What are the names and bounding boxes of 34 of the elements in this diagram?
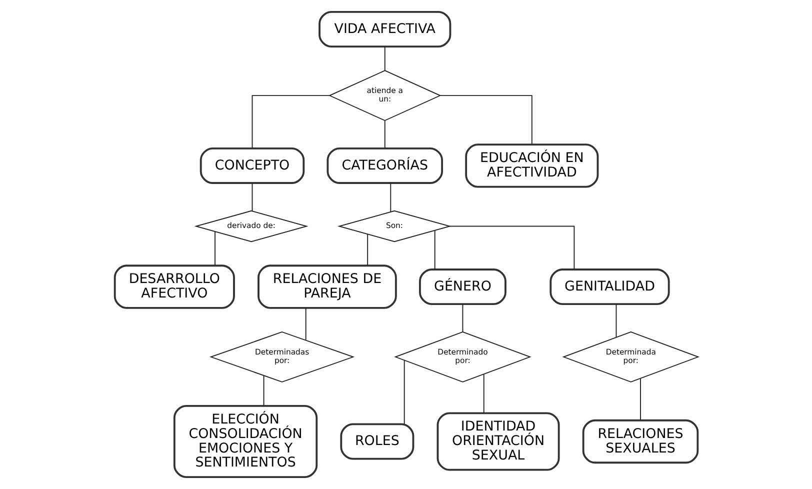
connector bbox=[482, 374, 484, 414]
connector bbox=[390, 182, 391, 212]
node-diamond: Son: bbox=[336, 210, 452, 242]
node-diamond: Determinadas por: bbox=[209, 331, 354, 382]
connector bbox=[615, 304, 616, 338]
connector bbox=[366, 234, 368, 266]
node-box: CATEGORÍAS bbox=[326, 147, 443, 184]
node-box: CONCEPTO bbox=[199, 147, 304, 184]
node-box: ROLES bbox=[340, 423, 414, 460]
connector bbox=[462, 304, 463, 332]
node-box: IDENTIDAD ORIENTACIÓN SEXUAL bbox=[436, 412, 560, 471]
connector bbox=[384, 46, 385, 71]
node-box: VIDA AFECTIVA bbox=[318, 10, 451, 48]
node-box: EDUCACIÓN EN AFECTIVIDAD bbox=[464, 144, 598, 188]
node-diamond: derivado de: bbox=[194, 210, 308, 242]
node-box: RELACIONES DE PAREJA bbox=[257, 264, 396, 309]
node-diamond: Determinado por: bbox=[394, 331, 531, 382]
node-box: RELACIONES SEXUALES bbox=[582, 419, 698, 464]
connector bbox=[434, 230, 435, 270]
connector bbox=[304, 308, 306, 340]
connector bbox=[384, 120, 385, 149]
connector bbox=[262, 375, 264, 406]
connector bbox=[251, 95, 330, 149]
node-box: GÉNERO bbox=[418, 268, 506, 306]
node-diamond: Determinada por: bbox=[562, 331, 700, 382]
connector bbox=[214, 231, 215, 266]
connector bbox=[448, 226, 574, 270]
connector bbox=[439, 95, 532, 145]
node-box: DESARROLLO AFECTIVO bbox=[113, 264, 234, 309]
connector bbox=[403, 360, 404, 424]
node-box: ELECCIÓN CONSOLIDACIÓN EMOCIONES Y SENTIMIENTOS bbox=[172, 404, 318, 478]
connector bbox=[251, 182, 252, 212]
node-box: GENITALIDAD bbox=[549, 268, 670, 306]
node-diamond: atiende a un: bbox=[328, 70, 441, 122]
